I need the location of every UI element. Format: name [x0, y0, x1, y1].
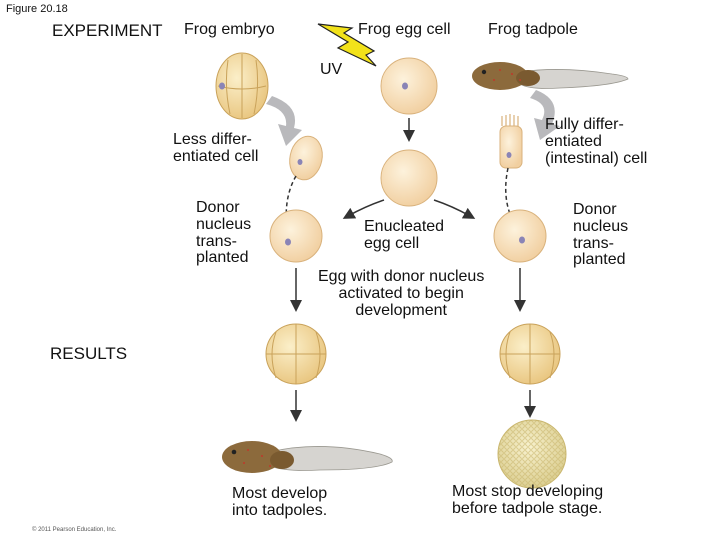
curved-arrow-icon — [530, 90, 560, 140]
tadpole-icon — [472, 62, 629, 90]
frog-egg-cell-label: Frog egg cell — [358, 21, 451, 38]
arrow-right-egg — [433, 199, 476, 219]
enucleated-egg-cell — [380, 149, 438, 207]
less-differentiated-cell-label: Less differ- entiated cell — [173, 131, 259, 165]
cleavage-embryo-right — [499, 323, 561, 385]
arrow-left-egg — [342, 199, 385, 219]
tadpole-icon — [222, 441, 393, 473]
donor-nucleus-right-label: Donor nucleus trans- planted — [573, 201, 629, 269]
frog-egg-cell-top — [380, 57, 438, 115]
frog-tadpole-label: Frog tadpole — [488, 21, 578, 38]
donor-nucleus-left-label: Donor nucleus trans- planted — [196, 199, 252, 267]
lightning-bolt-icon — [317, 23, 377, 67]
dashed-arrow-left — [281, 175, 297, 242]
copyright-notice: © 2011 Pearson Education, Inc. — [32, 527, 117, 533]
egg-with-donor-nucleus-label: Egg with donor nucleus activated to begi… — [318, 268, 485, 319]
egg-with-nucleus-right — [493, 209, 547, 263]
outcome-right-label: Most stop developing before tadpole stag… — [452, 483, 604, 517]
frog-embryo-top — [215, 52, 269, 120]
dashed-arrow-right — [505, 167, 524, 237]
results-heading: RESULTS — [50, 344, 128, 363]
curved-arrow-icon — [266, 96, 302, 146]
outcome-left-label: Most develop into tadpoles. — [232, 485, 328, 519]
fully-differentiated-cell-label: Fully differ- entiated (intestinal) cell — [545, 116, 648, 167]
experiment-heading: EXPERIMENT — [52, 21, 163, 40]
frog-embryo-label: Frog embryo — [184, 21, 275, 38]
uv-label: UV — [320, 61, 343, 78]
cleavage-embryo-left — [265, 323, 327, 385]
egg-with-nucleus-left — [269, 209, 323, 263]
enucleated-egg-cell-label: Enucleated egg cell — [364, 218, 445, 252]
figure-label: Figure 20.18 — [6, 3, 68, 15]
intestinal-cell — [499, 114, 523, 169]
arrested-blastula — [497, 419, 567, 489]
less-differentiated-cell — [289, 135, 323, 181]
